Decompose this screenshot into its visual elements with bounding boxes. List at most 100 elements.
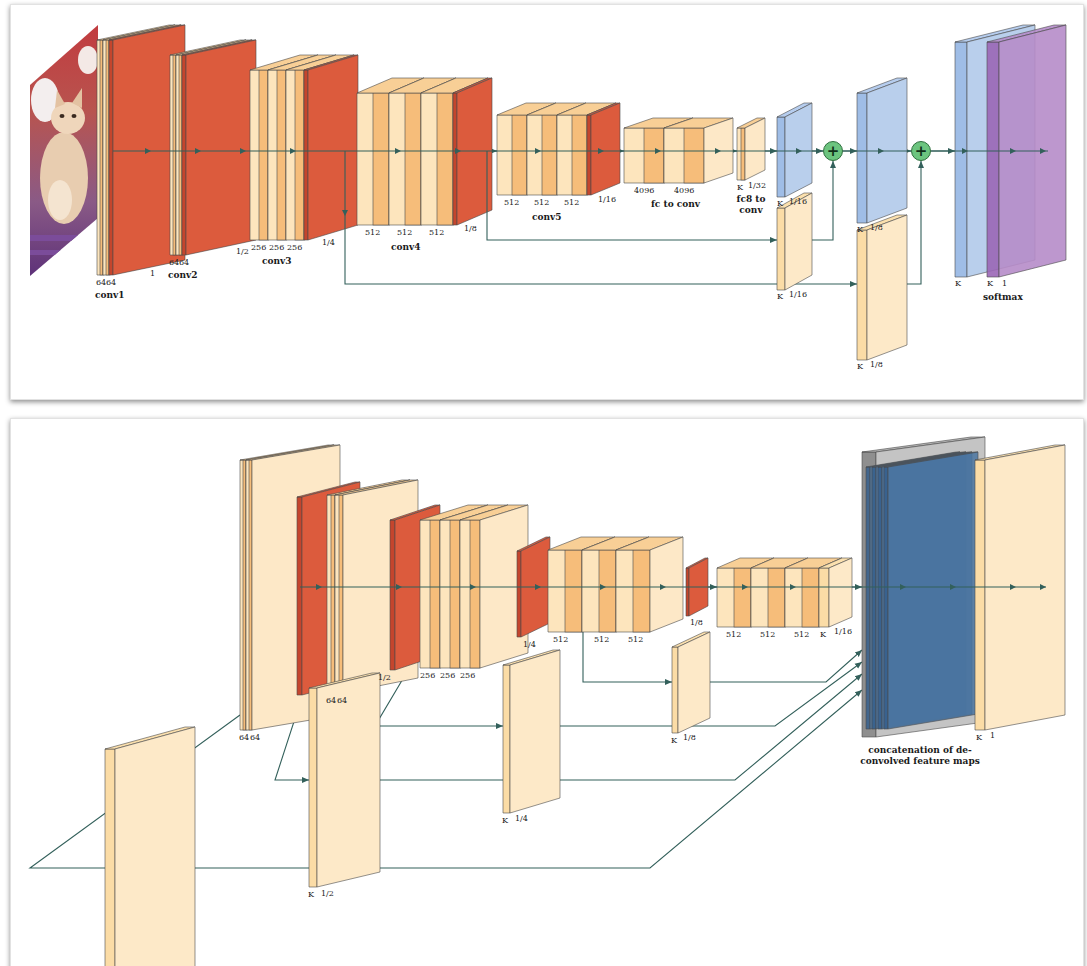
- layer-name: softmax: [983, 292, 1023, 303]
- layer-band: [741, 128, 745, 180]
- dimension-label: 1/8: [870, 223, 883, 233]
- layer-face: [109, 40, 113, 275]
- layer-face: [672, 647, 678, 733]
- layer-band: [644, 128, 664, 183]
- flow-arrow: [380, 674, 862, 780]
- layer-face: [440, 520, 460, 668]
- dimension-label: 512: [594, 635, 609, 645]
- dimension-label: 4096: [634, 186, 654, 196]
- layer-face: [115, 727, 195, 966]
- layer-face: [785, 103, 812, 197]
- dimension-label: 256: [420, 671, 435, 681]
- dimension-label: 64: [106, 278, 116, 288]
- layer-face: [97, 40, 103, 275]
- layer-name: concatenation of de- convolved feature m…: [845, 745, 995, 767]
- layer-shape: [857, 215, 907, 360]
- dimension-label: K: [308, 890, 314, 900]
- layer-face: [955, 42, 967, 277]
- layer-shape: [737, 118, 765, 180]
- layer-face: [650, 537, 683, 632]
- dimension-label: 512: [628, 635, 643, 645]
- dimension-label: 64: [179, 258, 189, 268]
- dimension-label: 1/4: [322, 238, 335, 248]
- layer-face: [182, 55, 186, 255]
- layer-shape: [497, 103, 620, 195]
- layer-band: [106, 40, 109, 275]
- layer-face: [587, 115, 591, 195]
- sum-symbol: +: [911, 141, 931, 161]
- layer-name: fc to conv: [651, 199, 700, 210]
- sum-node: +: [911, 141, 931, 161]
- layer-face: [327, 495, 335, 693]
- dimension-label: 512: [504, 198, 519, 208]
- layer-face: [777, 208, 785, 290]
- layer-face: [616, 550, 650, 632]
- dimension-label: 1/16: [598, 195, 616, 205]
- layer-face: [878, 467, 882, 729]
- dimension-label: 256: [460, 671, 475, 681]
- layer-block: K1/8: [857, 215, 907, 360]
- dimension-label: 1/32: [748, 181, 766, 191]
- layer-band: [277, 70, 286, 240]
- layer-block: 5125125121/16conv5: [497, 103, 620, 195]
- layer-face: [664, 128, 704, 183]
- dimension-label: K: [737, 183, 743, 193]
- dimension-label: K: [671, 736, 677, 746]
- layer-band: [450, 520, 460, 668]
- layer-face: [717, 568, 751, 627]
- layer-face: [987, 42, 999, 277]
- layer-band: [295, 70, 304, 240]
- layer-face: [678, 632, 710, 733]
- layer-face: [624, 128, 664, 183]
- sum-circle-fill: [824, 142, 843, 161]
- flow-arrow: [907, 161, 921, 284]
- layer-block: 5125125121/8: [548, 537, 708, 632]
- layer-face: [829, 558, 852, 627]
- layer-face: [460, 520, 480, 668]
- dimension-label: 256: [251, 243, 266, 253]
- flow-arrow: [583, 632, 672, 682]
- dimension-label: K: [777, 199, 783, 209]
- dimension-label: 512: [365, 228, 380, 238]
- dimension-label: K: [820, 630, 826, 640]
- layer-face: [819, 568, 829, 627]
- layer-band: [633, 550, 650, 632]
- flow-arrow: [710, 650, 862, 682]
- dimension-label: 512: [760, 630, 775, 640]
- flow-arrow: [487, 225, 777, 240]
- layer-face: [246, 460, 252, 730]
- dimension-label: 64: [326, 696, 336, 706]
- layer-face: [548, 550, 582, 632]
- sum-node: +: [823, 141, 843, 161]
- layer-face: [510, 650, 560, 813]
- layer-face: [857, 93, 867, 223]
- dimension-label: 256: [287, 243, 302, 253]
- layer-name: fc8 to conv: [729, 194, 773, 216]
- layer-shape: [672, 632, 710, 733]
- layer-band: [373, 93, 389, 225]
- layer-band: [179, 55, 182, 255]
- layer-face: [335, 495, 343, 693]
- layer-face: [389, 93, 421, 225]
- layer-block: 64641/2conv2: [170, 40, 256, 255]
- dimension-label: 512: [553, 635, 568, 645]
- layer-shape: [777, 103, 812, 197]
- layer-face: [497, 115, 527, 195]
- dimension-label: 1: [1002, 279, 1007, 289]
- layer-shape: [503, 650, 560, 813]
- layer-band: [512, 115, 527, 195]
- layer-face: [420, 520, 440, 668]
- layer-face: [105, 749, 115, 966]
- dimension-label: 1/2: [321, 889, 334, 899]
- layer-band: [542, 115, 557, 195]
- layer-face: [286, 70, 304, 240]
- layer-shape: [170, 40, 256, 255]
- dimension-label: 1/16: [834, 627, 852, 637]
- layer-name: conv3: [262, 256, 292, 267]
- dimension-label: 1/16: [789, 197, 807, 207]
- layer-face: [250, 70, 268, 240]
- layer-band: [339, 495, 343, 693]
- dimension-label: K: [502, 816, 508, 826]
- layer-face: [297, 497, 302, 695]
